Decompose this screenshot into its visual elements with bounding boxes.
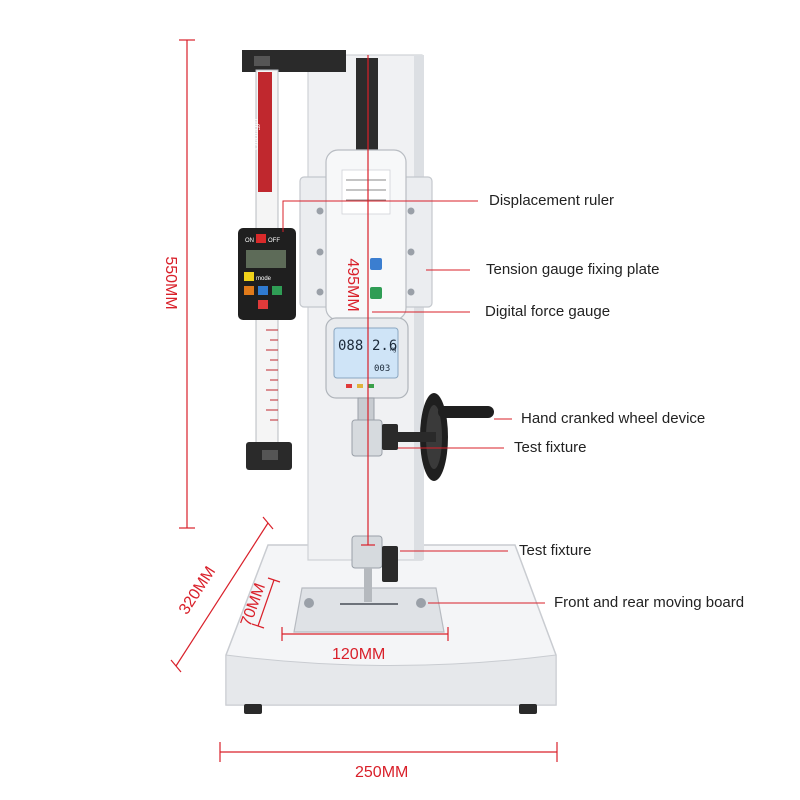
ruler-top-bracket bbox=[242, 50, 346, 72]
gauge-peak-readout: 088 bbox=[338, 338, 363, 354]
ruler-brand-text: Guangju bbox=[250, 118, 260, 150]
foot-right bbox=[519, 704, 537, 714]
digital-force-gauge bbox=[325, 149, 409, 421]
ruler-on-label: ON bbox=[245, 238, 254, 244]
ruler-off-label: OFF bbox=[268, 238, 280, 244]
ruler-mode-label: mode bbox=[256, 276, 272, 282]
gauge-blue-key bbox=[370, 258, 382, 270]
displacement-ruler bbox=[238, 50, 346, 470]
ruler-on-off-key bbox=[256, 234, 266, 243]
dim-line-depth-base bbox=[175, 522, 269, 667]
moving-board bbox=[293, 587, 445, 633]
hand-cranked-wheel bbox=[396, 393, 494, 481]
label-digital-force-gauge: Digital force gauge bbox=[485, 303, 611, 320]
label-test-fixture-upper: Test fixture bbox=[514, 439, 587, 456]
callout-line-displacement-ruler bbox=[282, 200, 478, 232]
dimension-lines bbox=[170, 39, 558, 762]
label-displacement-ruler: Displacement ruler bbox=[489, 192, 615, 209]
upper-test-fixture bbox=[351, 419, 398, 457]
callout-lines bbox=[282, 200, 545, 604]
dim-label-height-column: 495MM bbox=[344, 258, 361, 312]
lower-test-fixture bbox=[351, 535, 398, 602]
label-tension-gauge-fixing-plate: Tension gauge fixing plate bbox=[486, 261, 660, 278]
gauge-lcd bbox=[333, 327, 399, 379]
label-front-rear-moving-board: Front and rear moving board bbox=[554, 594, 745, 611]
gauge-value-readout: 2.6 bbox=[372, 338, 397, 354]
column-slot bbox=[356, 58, 378, 158]
dim-label-width-base: 250MM bbox=[355, 764, 409, 781]
dim-label-height-total: 550MM bbox=[162, 256, 179, 310]
label-hand-cranked-wheel: Hand cranked wheel device bbox=[521, 410, 706, 427]
dim-line-board-depth bbox=[257, 579, 275, 627]
gauge-small-readout: 003 bbox=[374, 364, 390, 374]
ruler-lcd bbox=[246, 250, 286, 268]
gauge-green-key bbox=[370, 287, 382, 299]
dim-label-board-width: 120MM bbox=[332, 646, 386, 663]
label-test-fixture-lower: Test fixture bbox=[519, 542, 592, 559]
foot-left bbox=[244, 704, 262, 714]
wheel-handle bbox=[438, 406, 494, 418]
gauge-unit-readout: kg bbox=[390, 347, 396, 353]
